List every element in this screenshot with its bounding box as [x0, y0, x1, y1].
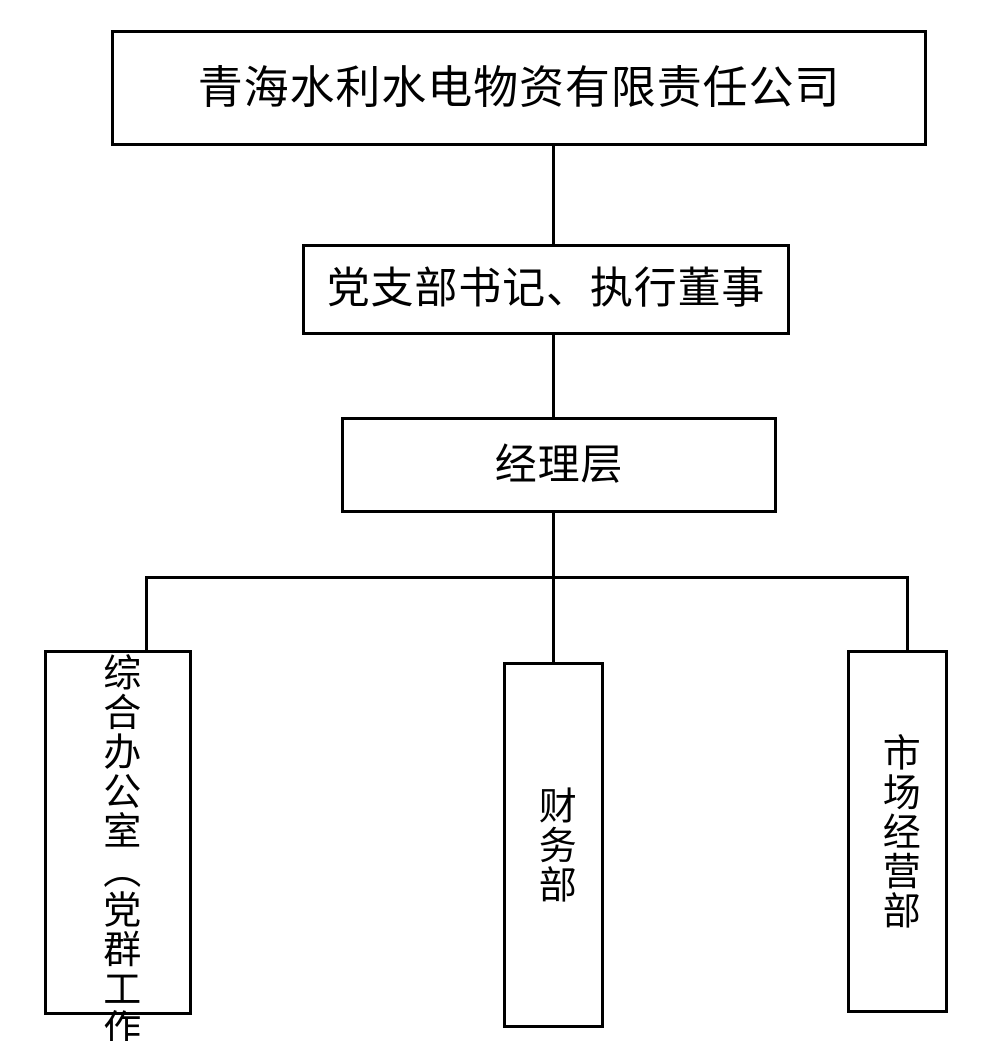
connector-drop-to-office: [145, 576, 148, 653]
node-market-operations-department-label: 市场经营部: [876, 732, 921, 931]
node-general-office[interactable]: 综合办公室（党群工作部）: [44, 650, 192, 1041]
connector-secretary-to-manager: [552, 332, 555, 420]
node-finance-department[interactable]: 财务部: [503, 662, 604, 1028]
node-finance-department-label: 财务部: [532, 785, 577, 905]
node-management-layer-label: 经理层: [494, 439, 624, 489]
node-party-secretary-executive-director[interactable]: 党支部书记、执行董事: [302, 244, 790, 335]
node-company[interactable]: 青海水利水电物资有限责任公司: [111, 30, 927, 146]
connector-manager-to-bus: [552, 510, 555, 579]
node-party-secretary-executive-director-label: 党支部书记、执行董事: [326, 263, 766, 314]
node-company-label: 青海水利水电物资有限责任公司: [197, 61, 841, 115]
node-general-office-label: 综合办公室（党群工作部）: [96, 653, 141, 1041]
connector-company-to-secretary: [552, 143, 555, 247]
connector-horizontal-bus: [145, 576, 909, 579]
node-management-layer[interactable]: 经理层: [341, 417, 777, 513]
node-market-operations-department[interactable]: 市场经营部: [847, 650, 948, 1013]
connector-drop-to-finance: [552, 576, 555, 665]
connector-drop-to-market: [906, 576, 909, 653]
